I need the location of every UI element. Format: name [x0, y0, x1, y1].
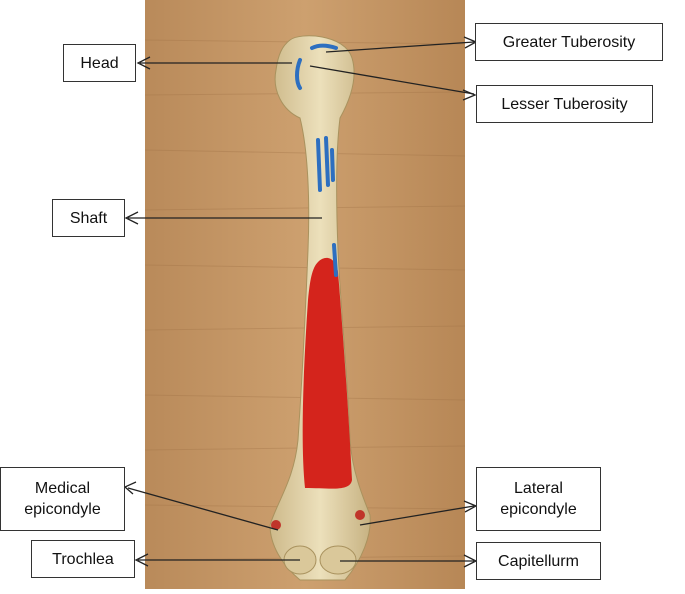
label-capitellurm: Capitellurm: [476, 542, 601, 580]
label-head: Head: [63, 44, 136, 82]
label-greater-tuberosity: Greater Tuberosity: [475, 23, 663, 61]
label-trochlea: Trochlea: [31, 540, 135, 578]
red-marking: [302, 257, 352, 489]
connector-lines: [123, 36, 478, 568]
label-lateral-epicondyle: Lateral epicondyle: [476, 467, 601, 531]
blue-markings: [295, 43, 338, 277]
label-medical-epicondyle: Medical epicondyle: [0, 467, 125, 531]
label-lesser-tuberosity: Lesser Tuberosity: [476, 85, 653, 123]
label-shaft: Shaft: [52, 199, 125, 237]
distal-condyles: [271, 510, 365, 575]
